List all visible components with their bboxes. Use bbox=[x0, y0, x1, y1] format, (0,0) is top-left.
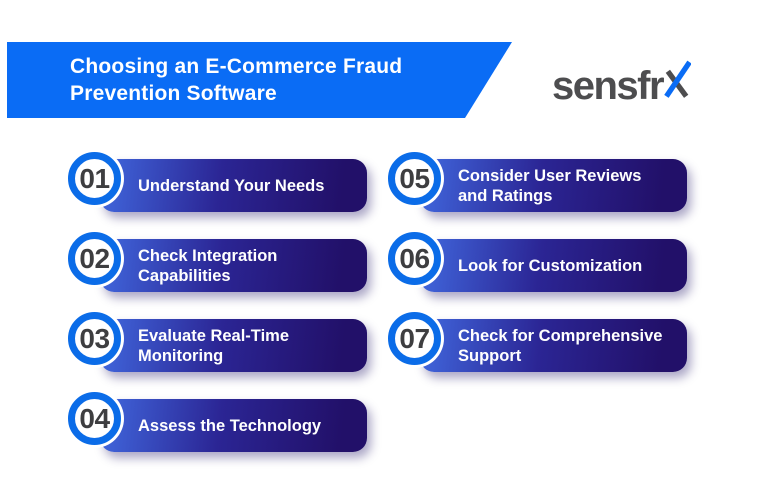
step-number-badge-05: 05 bbox=[388, 152, 441, 205]
step-number-06: 06 bbox=[399, 242, 430, 274]
step-title-05: Consider User Reviews and Ratings bbox=[458, 166, 642, 205]
step-number-badge-02: 02 bbox=[68, 232, 121, 285]
step-pill-01: Understand Your Needs bbox=[100, 159, 367, 212]
step-pill-03: Evaluate Real-Time Monitoring bbox=[100, 319, 367, 372]
step-pill-02: Check Integration Capabilities bbox=[100, 239, 367, 292]
step-title-02: Check Integration Capabilities bbox=[138, 246, 278, 285]
step-title-07: Check for Comprehensive Support bbox=[458, 326, 663, 365]
step-number-badge-03: 03 bbox=[68, 312, 121, 365]
step-pill-05: Consider User Reviews and Ratings bbox=[420, 159, 687, 212]
step-number-07: 07 bbox=[399, 322, 430, 354]
step-title-01: Understand Your Needs bbox=[138, 176, 325, 195]
step-item-05: Consider User Reviews and Ratings 05 bbox=[388, 152, 688, 219]
page-title-line-2: Prevention Software bbox=[70, 82, 277, 105]
steps-list: Understand Your Needs 01 Check Integrati… bbox=[68, 152, 688, 462]
step-number-badge-06: 06 bbox=[388, 232, 441, 285]
step-item-06: Look for Customization 06 bbox=[388, 232, 688, 299]
step-number-01: 01 bbox=[79, 162, 110, 194]
sensfrx-logo: sensfr bbox=[552, 60, 692, 108]
step-number-03: 03 bbox=[79, 322, 110, 354]
logo-wordmark: sensfr bbox=[552, 64, 665, 108]
step-item-03: Evaluate Real-Time Monitoring 03 bbox=[68, 312, 368, 379]
step-title-03: Evaluate Real-Time Monitoring bbox=[138, 326, 290, 365]
step-pill-04: Assess the Technology bbox=[100, 399, 367, 452]
step-title-04: Assess the Technology bbox=[138, 416, 322, 435]
step-pill-07: Check for Comprehensive Support bbox=[420, 319, 687, 372]
logo-x-glyph-icon bbox=[664, 60, 692, 98]
step-title-06: Look for Customization bbox=[458, 256, 643, 275]
step-number-badge-07: 07 bbox=[388, 312, 441, 365]
step-item-02: Check Integration Capabilities 02 bbox=[68, 232, 368, 299]
step-number-badge-01: 01 bbox=[68, 152, 121, 205]
step-item-01: Understand Your Needs 01 bbox=[68, 152, 368, 219]
step-number-02: 02 bbox=[79, 242, 110, 274]
step-number-badge-04: 04 bbox=[68, 392, 121, 445]
step-item-07: Check for Comprehensive Support 07 bbox=[388, 312, 688, 379]
step-number-05: 05 bbox=[399, 162, 430, 194]
page-title-line-1: Choosing an E-Commerce Fraud bbox=[70, 55, 403, 78]
header-banner: Choosing an E-Commerce Fraud Prevention … bbox=[7, 42, 512, 118]
step-pill-06: Look for Customization bbox=[420, 239, 687, 292]
step-number-04: 04 bbox=[79, 402, 110, 434]
step-item-04: Assess the Technology 04 bbox=[68, 392, 368, 459]
